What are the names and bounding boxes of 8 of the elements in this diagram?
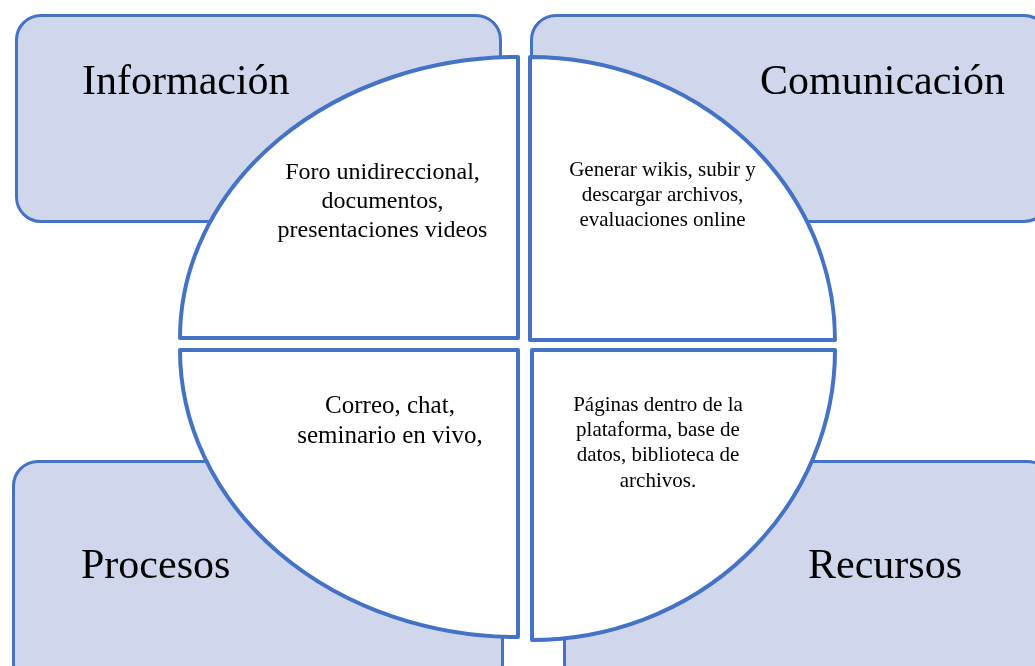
segment-text: Foro unidireccional, documentos, presentaciones videos [276, 157, 489, 244]
segment-text: Generar wikis, subir y descargar archivos, evaluaciones online [568, 157, 757, 233]
category-label: Información [82, 59, 290, 101]
category-label: Comunicación [760, 59, 1005, 101]
segment-text: Correo, chat, seminario en vivo, [296, 390, 484, 450]
category-label: Procesos [81, 543, 231, 585]
segment-text: Páginas dentro de la plataforma, base de datos, biblioteca de archivos. [572, 392, 744, 493]
category-label: Recursos [808, 543, 962, 585]
